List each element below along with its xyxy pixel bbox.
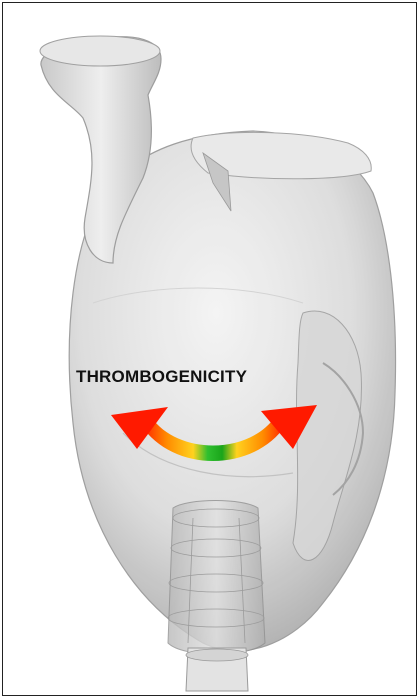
cannula-ring: [186, 649, 248, 661]
heart-model: [3, 3, 416, 695]
thrombogenicity-label: THROMBOGENICITY: [76, 367, 247, 387]
aorta-opening: [40, 36, 160, 66]
